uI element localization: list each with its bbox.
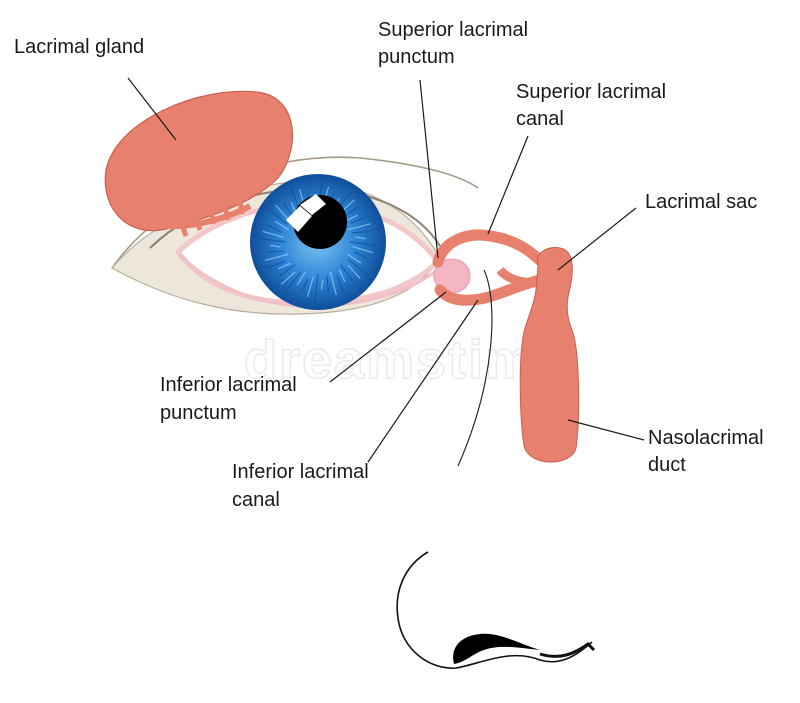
iris-fiber xyxy=(347,223,372,231)
iris-fiber xyxy=(340,264,353,282)
iris-fiber xyxy=(267,250,285,254)
iris-fiber xyxy=(267,208,289,225)
label-inferior-punctum-line2: punctum xyxy=(160,402,237,424)
eye-reflection xyxy=(286,194,326,232)
label-superior-punctum-line2: punctum xyxy=(378,46,455,68)
iris-fiber xyxy=(347,259,369,276)
iris-fiber xyxy=(274,220,289,231)
superior-canal-inner xyxy=(477,254,541,278)
leader-inferior-canal xyxy=(367,299,479,463)
iris-fiber xyxy=(313,273,319,302)
leader-superior-punctum xyxy=(419,79,439,259)
gland-duct-base xyxy=(153,203,252,229)
iris-fiber xyxy=(278,264,296,277)
iris-fiber xyxy=(258,237,287,243)
watermark-text: dreamstime xyxy=(244,330,567,390)
label-nasolacrimal-line1: Nasolacrimal xyxy=(648,427,764,449)
label-lacrimal-gland: Lacrimal gland xyxy=(14,36,145,58)
leader-superior-canal xyxy=(487,135,529,235)
iris-fiber xyxy=(336,274,346,296)
iris-fiber xyxy=(351,230,369,234)
iris-fiber xyxy=(320,279,324,290)
iris-fiber xyxy=(301,278,309,292)
label-lacrimal-sac: Lacrimal sac xyxy=(645,191,758,213)
label-nasolacrimal-line2: duct xyxy=(648,454,686,476)
leader-inferior-punctum xyxy=(329,291,447,383)
lacrimal-gland xyxy=(104,90,294,232)
iris-fiber xyxy=(264,260,286,270)
iris-fiber xyxy=(352,245,374,254)
iris-fiber xyxy=(347,253,362,264)
iris-fiber xyxy=(280,271,296,285)
leader-nasolacrimal-duct xyxy=(567,419,645,441)
iris-fiber xyxy=(355,236,366,240)
label-inferior-canal-line1: Inferior lacrimal xyxy=(232,461,369,483)
iris-fiber xyxy=(354,251,368,259)
iris-fiber xyxy=(290,188,300,210)
cheek-contour xyxy=(457,269,493,467)
label-superior-canal-line2: canal xyxy=(516,108,564,130)
iris-fiber xyxy=(329,271,337,296)
label-superior-canal-line1: Superior lacrimal xyxy=(516,81,667,103)
iris-fiber xyxy=(350,214,372,224)
superior-lacrimal-canal xyxy=(432,229,554,274)
iris-fiber xyxy=(262,230,284,239)
nose-outline xyxy=(396,551,593,669)
label-inferior-punctum-line1: Inferior lacrimal xyxy=(160,374,297,396)
iris-fiber xyxy=(296,271,307,286)
iris-fiber xyxy=(306,276,315,298)
iris-fiber xyxy=(347,264,361,280)
iris-fiber xyxy=(338,269,346,283)
iris-fiber xyxy=(345,214,359,222)
iris-fiber xyxy=(268,225,282,233)
label-inferior-canal-line2: canal xyxy=(232,489,280,511)
leader-lacrimal-gland xyxy=(127,77,177,141)
iris-fiber xyxy=(270,244,281,248)
iris-fiber xyxy=(264,253,289,261)
leader-lines xyxy=(127,77,645,463)
label-superior-punctum-line1: Superior lacrimal xyxy=(378,19,529,41)
iris-fiber xyxy=(349,241,378,247)
iris-fiber xyxy=(326,275,330,293)
nose-wing-line xyxy=(539,642,596,658)
leader-lacrimal-sac xyxy=(557,207,637,271)
lacrimal-sac-and-duct xyxy=(519,247,580,463)
nostril xyxy=(453,633,540,664)
iris-fiber xyxy=(284,271,301,293)
iris-fiber xyxy=(275,204,289,220)
iris-fiber xyxy=(277,262,291,270)
